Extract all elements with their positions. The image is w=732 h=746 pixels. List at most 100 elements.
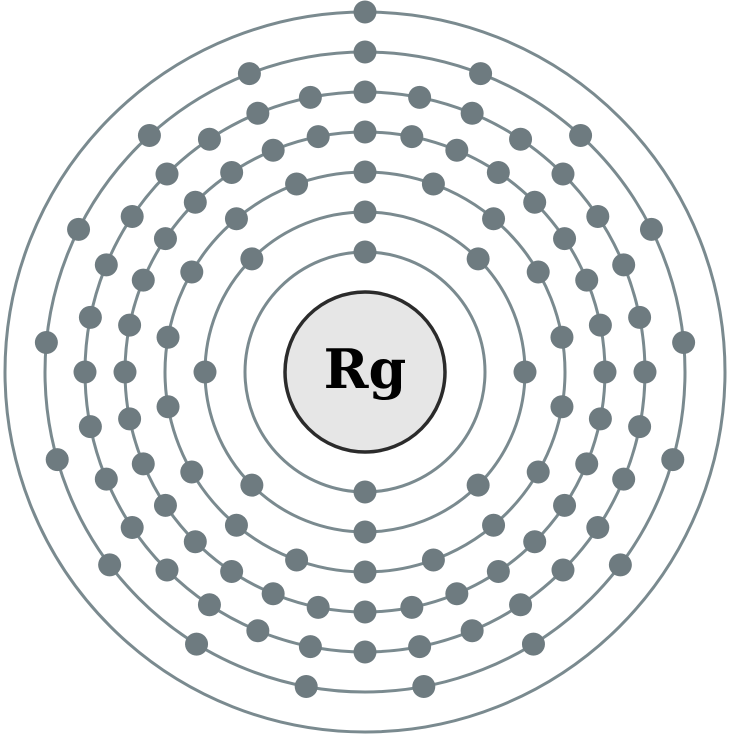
electron-shell-3-10	[353, 560, 377, 584]
electron-shell-3-8	[482, 513, 506, 537]
electron-shell-3-3	[482, 207, 506, 231]
electron-shell-6-6	[661, 448, 685, 472]
electron-shell-4-12	[553, 493, 577, 517]
electron-shell-1-2	[353, 480, 377, 504]
electron-shell-4-25	[113, 360, 137, 384]
electron-shell-5-28	[120, 204, 144, 228]
electron-shell-4-26	[118, 313, 142, 337]
electron-shell-2-4	[466, 473, 490, 497]
electron-shell-3-7	[526, 460, 550, 484]
electron-shell-2-5	[353, 520, 377, 544]
electron-shell-5-10	[628, 415, 652, 439]
electron-shell-3-11	[285, 548, 309, 572]
electron-shell-4-29	[183, 190, 207, 214]
electron-shell-4-9	[593, 360, 617, 384]
electron-shell-6-1	[353, 40, 377, 64]
electron-shell-7-1	[353, 0, 377, 24]
electron-shell-4-27	[131, 268, 155, 292]
electron-shell-5-8	[628, 305, 652, 329]
electron-shell-4-3	[445, 138, 469, 162]
electron-shell-4-15	[445, 582, 469, 606]
electron-shell-5-15	[460, 619, 484, 643]
electron-shell-6-17	[237, 62, 261, 86]
electron-shell-1-1	[353, 240, 377, 264]
electron-shell-4-21	[183, 530, 207, 554]
electron-shell-3-4	[526, 260, 550, 284]
electron-shell-2-7	[193, 360, 217, 384]
electron-shell-5-5	[551, 162, 575, 186]
electron-shell-4-13	[523, 530, 547, 554]
electron-shell-5-3	[460, 101, 484, 125]
electron-shell-2-3	[513, 360, 537, 384]
electron-shell-5-1	[353, 80, 377, 104]
electron-shell-5-31	[246, 101, 270, 125]
electron-shell-5-23	[94, 467, 118, 491]
electron-shell-4-2	[400, 125, 424, 149]
electron-shell-3-1	[353, 160, 377, 184]
electron-shell-6-2	[469, 62, 493, 86]
electron-shell-5-4	[509, 127, 533, 151]
electron-shell-3-6	[550, 395, 574, 419]
electron-shell-5-18	[298, 635, 322, 659]
electron-shell-5-20	[197, 593, 221, 617]
electron-shell-5-14	[509, 593, 533, 617]
electrons	[34, 0, 696, 699]
electron-shell-4-17	[353, 600, 377, 624]
electron-shell-4-5	[523, 190, 547, 214]
electron-shell-6-3	[569, 124, 593, 148]
element-symbol: Rg	[324, 337, 407, 401]
electron-shell-5-16	[408, 635, 432, 659]
electron-shell-4-8	[588, 313, 612, 337]
electron-shell-5-7	[612, 253, 636, 277]
electron-shell-3-18	[285, 172, 309, 196]
electron-shell-3-14	[156, 395, 180, 419]
electron-shell-5-17	[353, 640, 377, 664]
electron-shell-6-14	[34, 330, 58, 354]
electron-shell-5-19	[246, 619, 270, 643]
electron-shell-2-2	[466, 247, 490, 271]
electron-shell-5-11	[612, 467, 636, 491]
electron-shell-6-8	[521, 632, 545, 656]
electron-shell-4-7	[575, 268, 599, 292]
electron-shell-4-11	[575, 452, 599, 476]
electron-shell-4-1	[353, 120, 377, 144]
electron-shell-6-13	[45, 448, 69, 472]
electron-shell-6-11	[185, 632, 209, 656]
electron-shell-6-9	[412, 675, 436, 699]
electron-shell-6-12	[98, 553, 122, 577]
electron-shell-3-13	[180, 460, 204, 484]
electron-shell-3-9	[421, 548, 445, 572]
electron-shell-5-24	[78, 415, 102, 439]
electron-shell-3-12	[224, 513, 248, 537]
electron-shell-4-31	[261, 138, 285, 162]
electron-shell-5-2	[408, 85, 432, 109]
electron-shell-4-30	[220, 160, 244, 184]
electron-shell-6-4	[639, 217, 663, 241]
electron-shell-2-8	[240, 247, 264, 271]
electron-shell-4-32	[306, 125, 330, 149]
electron-shell-4-18	[306, 595, 330, 619]
electron-shell-6-15	[67, 217, 91, 241]
electron-shell-3-15	[156, 325, 180, 349]
electron-shell-4-23	[131, 452, 155, 476]
electron-shell-5-12	[586, 516, 610, 540]
electron-shell-5-26	[78, 305, 102, 329]
electron-shell-5-25	[73, 360, 97, 384]
electron-shell-5-27	[94, 253, 118, 277]
electron-shell-5-22	[120, 516, 144, 540]
electron-shell-6-7	[608, 553, 632, 577]
nucleus: Rg	[283, 290, 447, 454]
electron-shell-5-29	[155, 162, 179, 186]
electron-shell-5-6	[586, 204, 610, 228]
electron-shell-3-17	[224, 207, 248, 231]
electron-shell-4-14	[486, 560, 510, 584]
electron-shell-4-10	[588, 407, 612, 431]
nucleus-circle	[283, 290, 447, 454]
electron-shell-5-32	[298, 85, 322, 109]
electron-shell-4-28	[153, 227, 177, 251]
electron-shell-6-10	[294, 675, 318, 699]
electron-shell-4-16	[400, 595, 424, 619]
electron-shell-2-1	[353, 200, 377, 224]
electron-shell-4-24	[118, 407, 142, 431]
